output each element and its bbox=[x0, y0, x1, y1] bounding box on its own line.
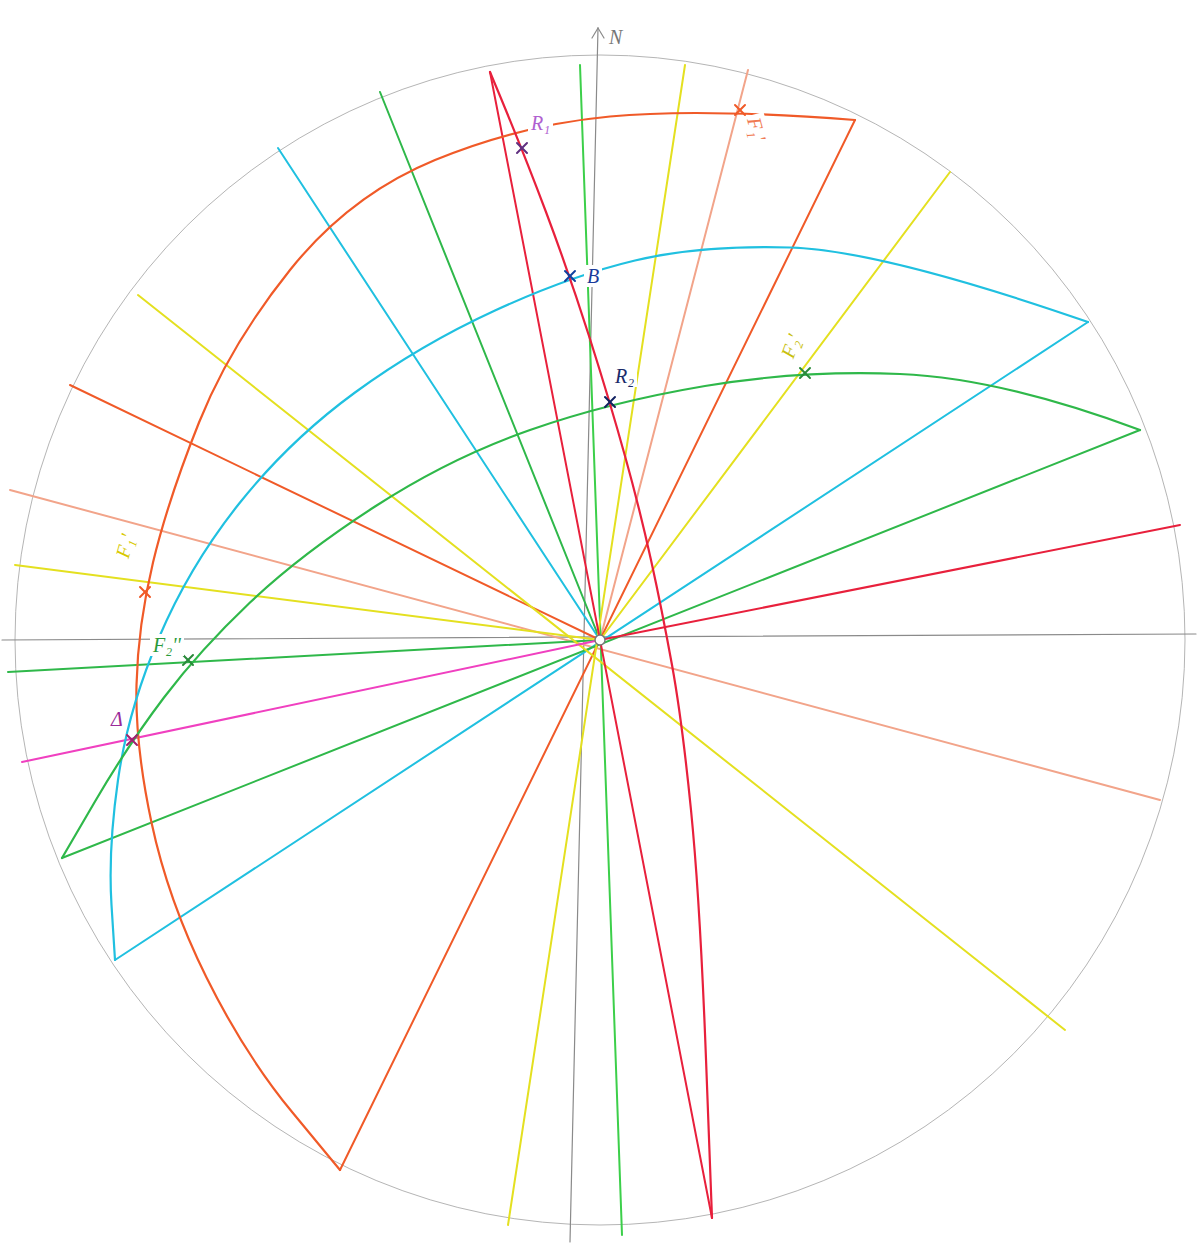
point-label: R₁ bbox=[528, 112, 553, 134]
pole-label: F₁' bbox=[742, 112, 771, 146]
great-circle bbox=[490, 72, 712, 1218]
point-mark bbox=[140, 587, 150, 597]
plane-line bbox=[340, 120, 855, 1170]
point-mark bbox=[800, 368, 810, 378]
plane-line bbox=[22, 640, 600, 762]
point-mark bbox=[183, 655, 193, 665]
north-axis bbox=[570, 28, 598, 1242]
pole-label: F₂' bbox=[775, 328, 806, 363]
point-mark bbox=[605, 397, 615, 407]
point-label: B bbox=[584, 265, 602, 287]
point-mark bbox=[183, 655, 193, 665]
plane-line bbox=[62, 430, 1140, 858]
centre-point bbox=[595, 635, 605, 645]
great-circle bbox=[136, 113, 855, 1170]
point-mark bbox=[565, 271, 575, 281]
point-mark bbox=[735, 105, 745, 115]
plane-line bbox=[70, 385, 600, 640]
plane-line bbox=[600, 70, 748, 640]
north-arrow bbox=[598, 28, 604, 38]
point-mark bbox=[605, 397, 615, 407]
north-label: N bbox=[606, 26, 625, 48]
point-label: R₂ bbox=[612, 365, 637, 387]
point-mark bbox=[735, 105, 745, 115]
plane-line bbox=[8, 640, 600, 672]
point-mark bbox=[127, 735, 137, 745]
point-mark bbox=[517, 143, 527, 153]
great-circle bbox=[62, 373, 1140, 858]
point-mark bbox=[800, 368, 810, 378]
plane-line bbox=[508, 65, 685, 1225]
point-mark bbox=[565, 271, 575, 281]
plane-line bbox=[115, 322, 1088, 960]
great-circle bbox=[111, 247, 1088, 960]
point-label: Δ bbox=[108, 708, 126, 730]
point-mark bbox=[127, 735, 137, 745]
plane-line bbox=[15, 565, 600, 640]
primitive-circle bbox=[15, 55, 1185, 1225]
point-mark bbox=[517, 143, 527, 153]
plane-line bbox=[10, 490, 1160, 800]
pole-label: F₂'' bbox=[150, 634, 184, 656]
pole-label: F₁' bbox=[110, 529, 139, 563]
plane-line bbox=[490, 72, 712, 1218]
north-arrow bbox=[592, 28, 598, 38]
plane-line bbox=[380, 92, 600, 640]
plane-line bbox=[138, 295, 1065, 1030]
point-mark bbox=[140, 587, 150, 597]
plane-line bbox=[600, 525, 1180, 640]
